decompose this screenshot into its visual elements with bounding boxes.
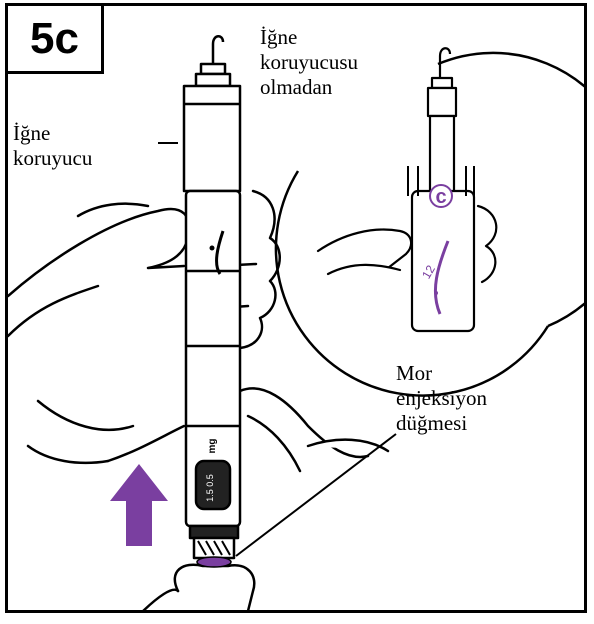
label-without-guard: İğne koruyucusu olmadan [260,25,358,100]
right-hand [138,388,388,613]
injection-button-marker [197,557,231,567]
instruction-panel: 5c [5,3,587,613]
step-number: 5c [8,6,104,74]
cap-text: mg [207,439,218,454]
label-injection-button: Mor enjeksiyon düğmesi [396,361,487,436]
dose-window-text: 1.5 0.5 [205,474,215,502]
detail-inset: c 12 [276,48,587,395]
up-arrow [110,464,168,546]
label-needle-guard: İğne koruyucu [13,121,92,171]
button-leader [236,434,396,556]
inset-window-letter: c [435,186,446,208]
